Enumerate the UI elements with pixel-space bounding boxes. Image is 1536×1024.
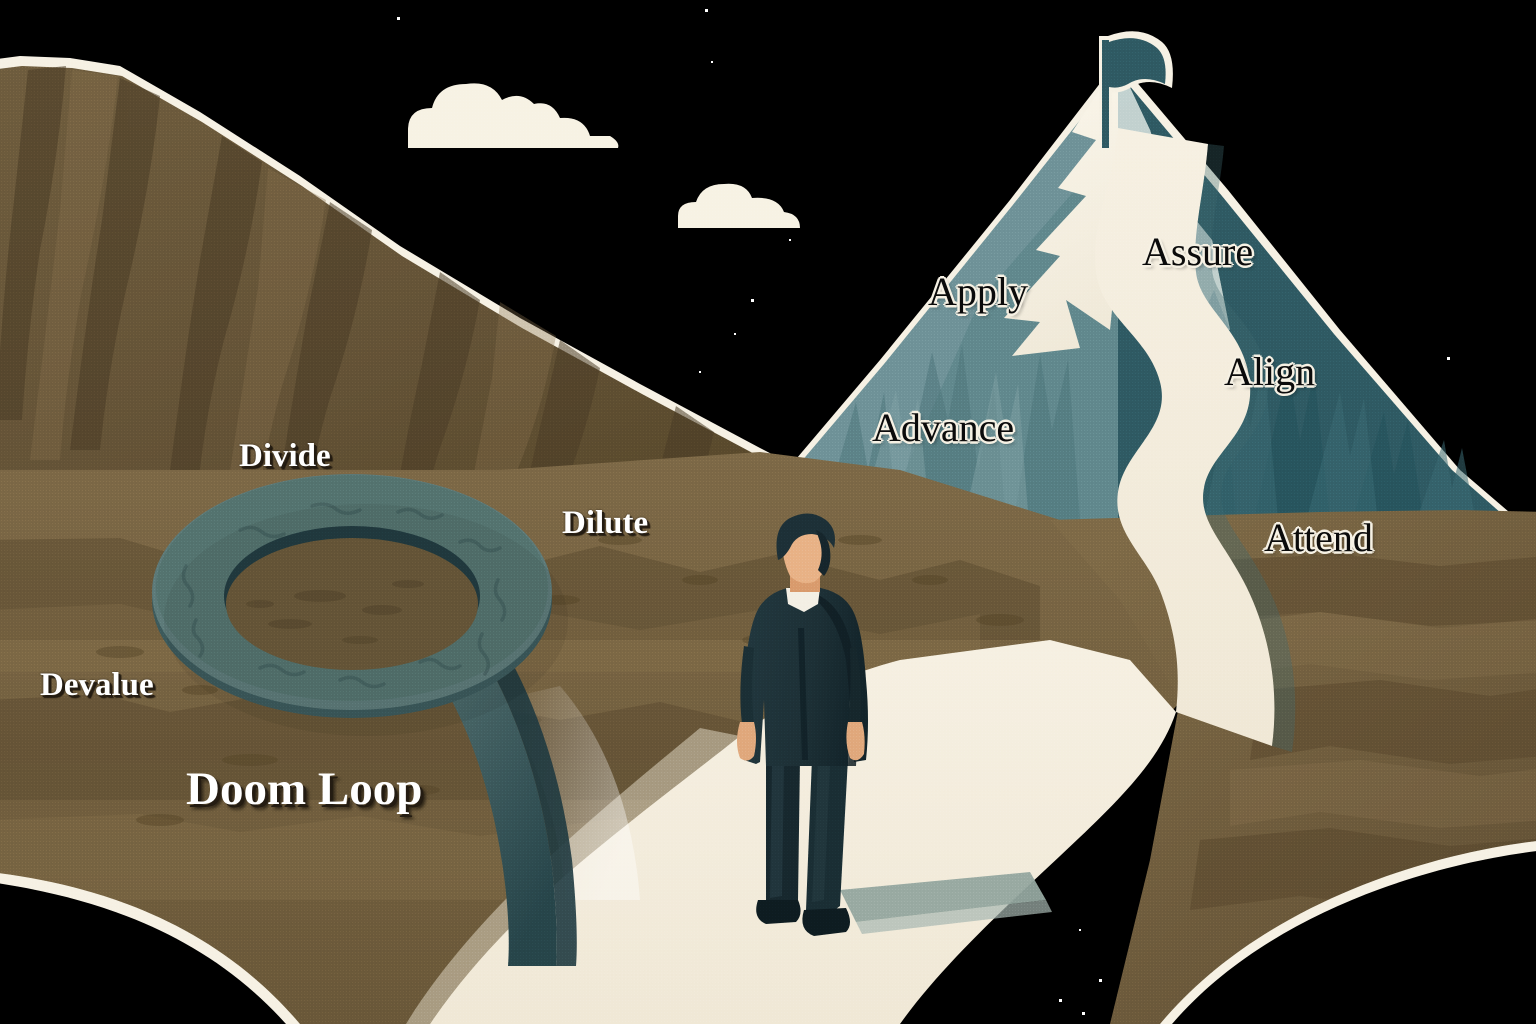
- climb-label-apply: Apply: [928, 269, 1028, 314]
- summit-flag: [1099, 31, 1173, 150]
- figure-right-hand: [846, 722, 865, 761]
- mountain-path-shadow: [1195, 144, 1296, 752]
- figure-shadow: [840, 872, 1046, 922]
- figure-hair-side: [816, 530, 831, 576]
- figure-right-leg-highlight: [812, 764, 830, 902]
- loop-road-cracks: [181, 502, 507, 689]
- ridge-shading-right-2: [1204, 352, 1476, 522]
- bottom-right-void: [1172, 851, 1536, 1024]
- climb-label-align: Align: [1224, 349, 1316, 394]
- figure-right-leg: [806, 758, 848, 918]
- foreground-path: [430, 640, 1176, 1024]
- loop-ring-hole: [226, 538, 478, 670]
- figure-jacket-vent: [798, 628, 808, 760]
- flag-pole: [1102, 40, 1109, 148]
- figure-hair: [776, 513, 835, 560]
- cloud-small: [678, 183, 800, 228]
- mountain-path: [1094, 128, 1275, 746]
- doom-loop-title: Doom Loop: [186, 763, 423, 815]
- doom-label-devalue: Devalue: [40, 667, 154, 703]
- figure-left-leg-highlight: [770, 764, 784, 898]
- figure-right-arm: [848, 646, 862, 726]
- path-left-edge: [406, 728, 740, 1024]
- figure-jacket-shade: [816, 594, 858, 766]
- figure-left-hand: [737, 722, 756, 761]
- loop-ring-cast-shadow: [164, 504, 568, 736]
- climb-label-assure: Assure: [1142, 229, 1254, 274]
- figure-shadow-tail: [856, 900, 1052, 934]
- doom-label-divide: Divide: [239, 438, 331, 474]
- cloud-large: [408, 83, 619, 148]
- figure-left-shoe: [756, 900, 801, 924]
- bottom-left-void: [0, 883, 286, 1024]
- loop-stem: [430, 640, 557, 966]
- loop-stem-edge: [474, 628, 577, 966]
- doom-label-dilute: Dilute: [562, 505, 649, 541]
- loop-hole-dirt: [246, 580, 424, 644]
- figure-right-shoe: [802, 908, 850, 936]
- flag-banner: [1109, 38, 1166, 88]
- climb-label-attend: Attend: [1264, 515, 1373, 560]
- businessman-at-fork: [737, 513, 868, 936]
- right-ridge-highlights: [1190, 612, 1536, 828]
- figure-left-arm: [740, 646, 754, 726]
- climb-label-advance: Advance: [872, 405, 1015, 450]
- figure-shirt-collar: [786, 588, 820, 612]
